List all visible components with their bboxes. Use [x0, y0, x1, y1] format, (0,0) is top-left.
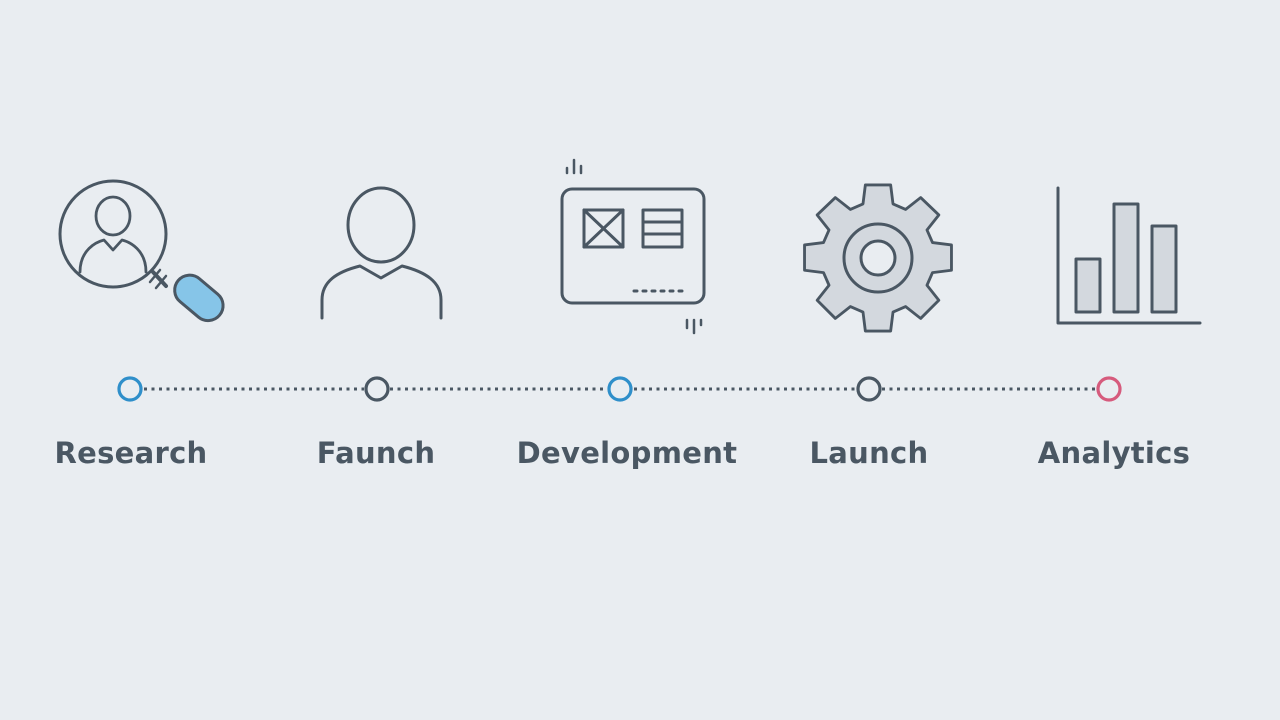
bar-chart-icon	[1056, 186, 1202, 325]
wireframe-card-icon	[560, 158, 706, 335]
node-faunch	[364, 376, 390, 402]
step-label-analytics: Analytics	[1037, 436, 1191, 470]
timeline-nodes	[117, 376, 1122, 402]
node-development	[607, 376, 633, 402]
step-label-faunch: Faunch	[316, 436, 436, 470]
magnifier-person-icon	[58, 179, 225, 323]
node-launch	[856, 376, 882, 402]
node-analytics	[1096, 376, 1122, 402]
node-research	[117, 376, 143, 402]
step-label-research: Research	[54, 436, 208, 470]
person-icon	[320, 186, 443, 320]
gear-icon	[803, 183, 953, 333]
step-label-launch: Launch	[809, 436, 929, 470]
step-label-development: Development	[516, 436, 738, 470]
